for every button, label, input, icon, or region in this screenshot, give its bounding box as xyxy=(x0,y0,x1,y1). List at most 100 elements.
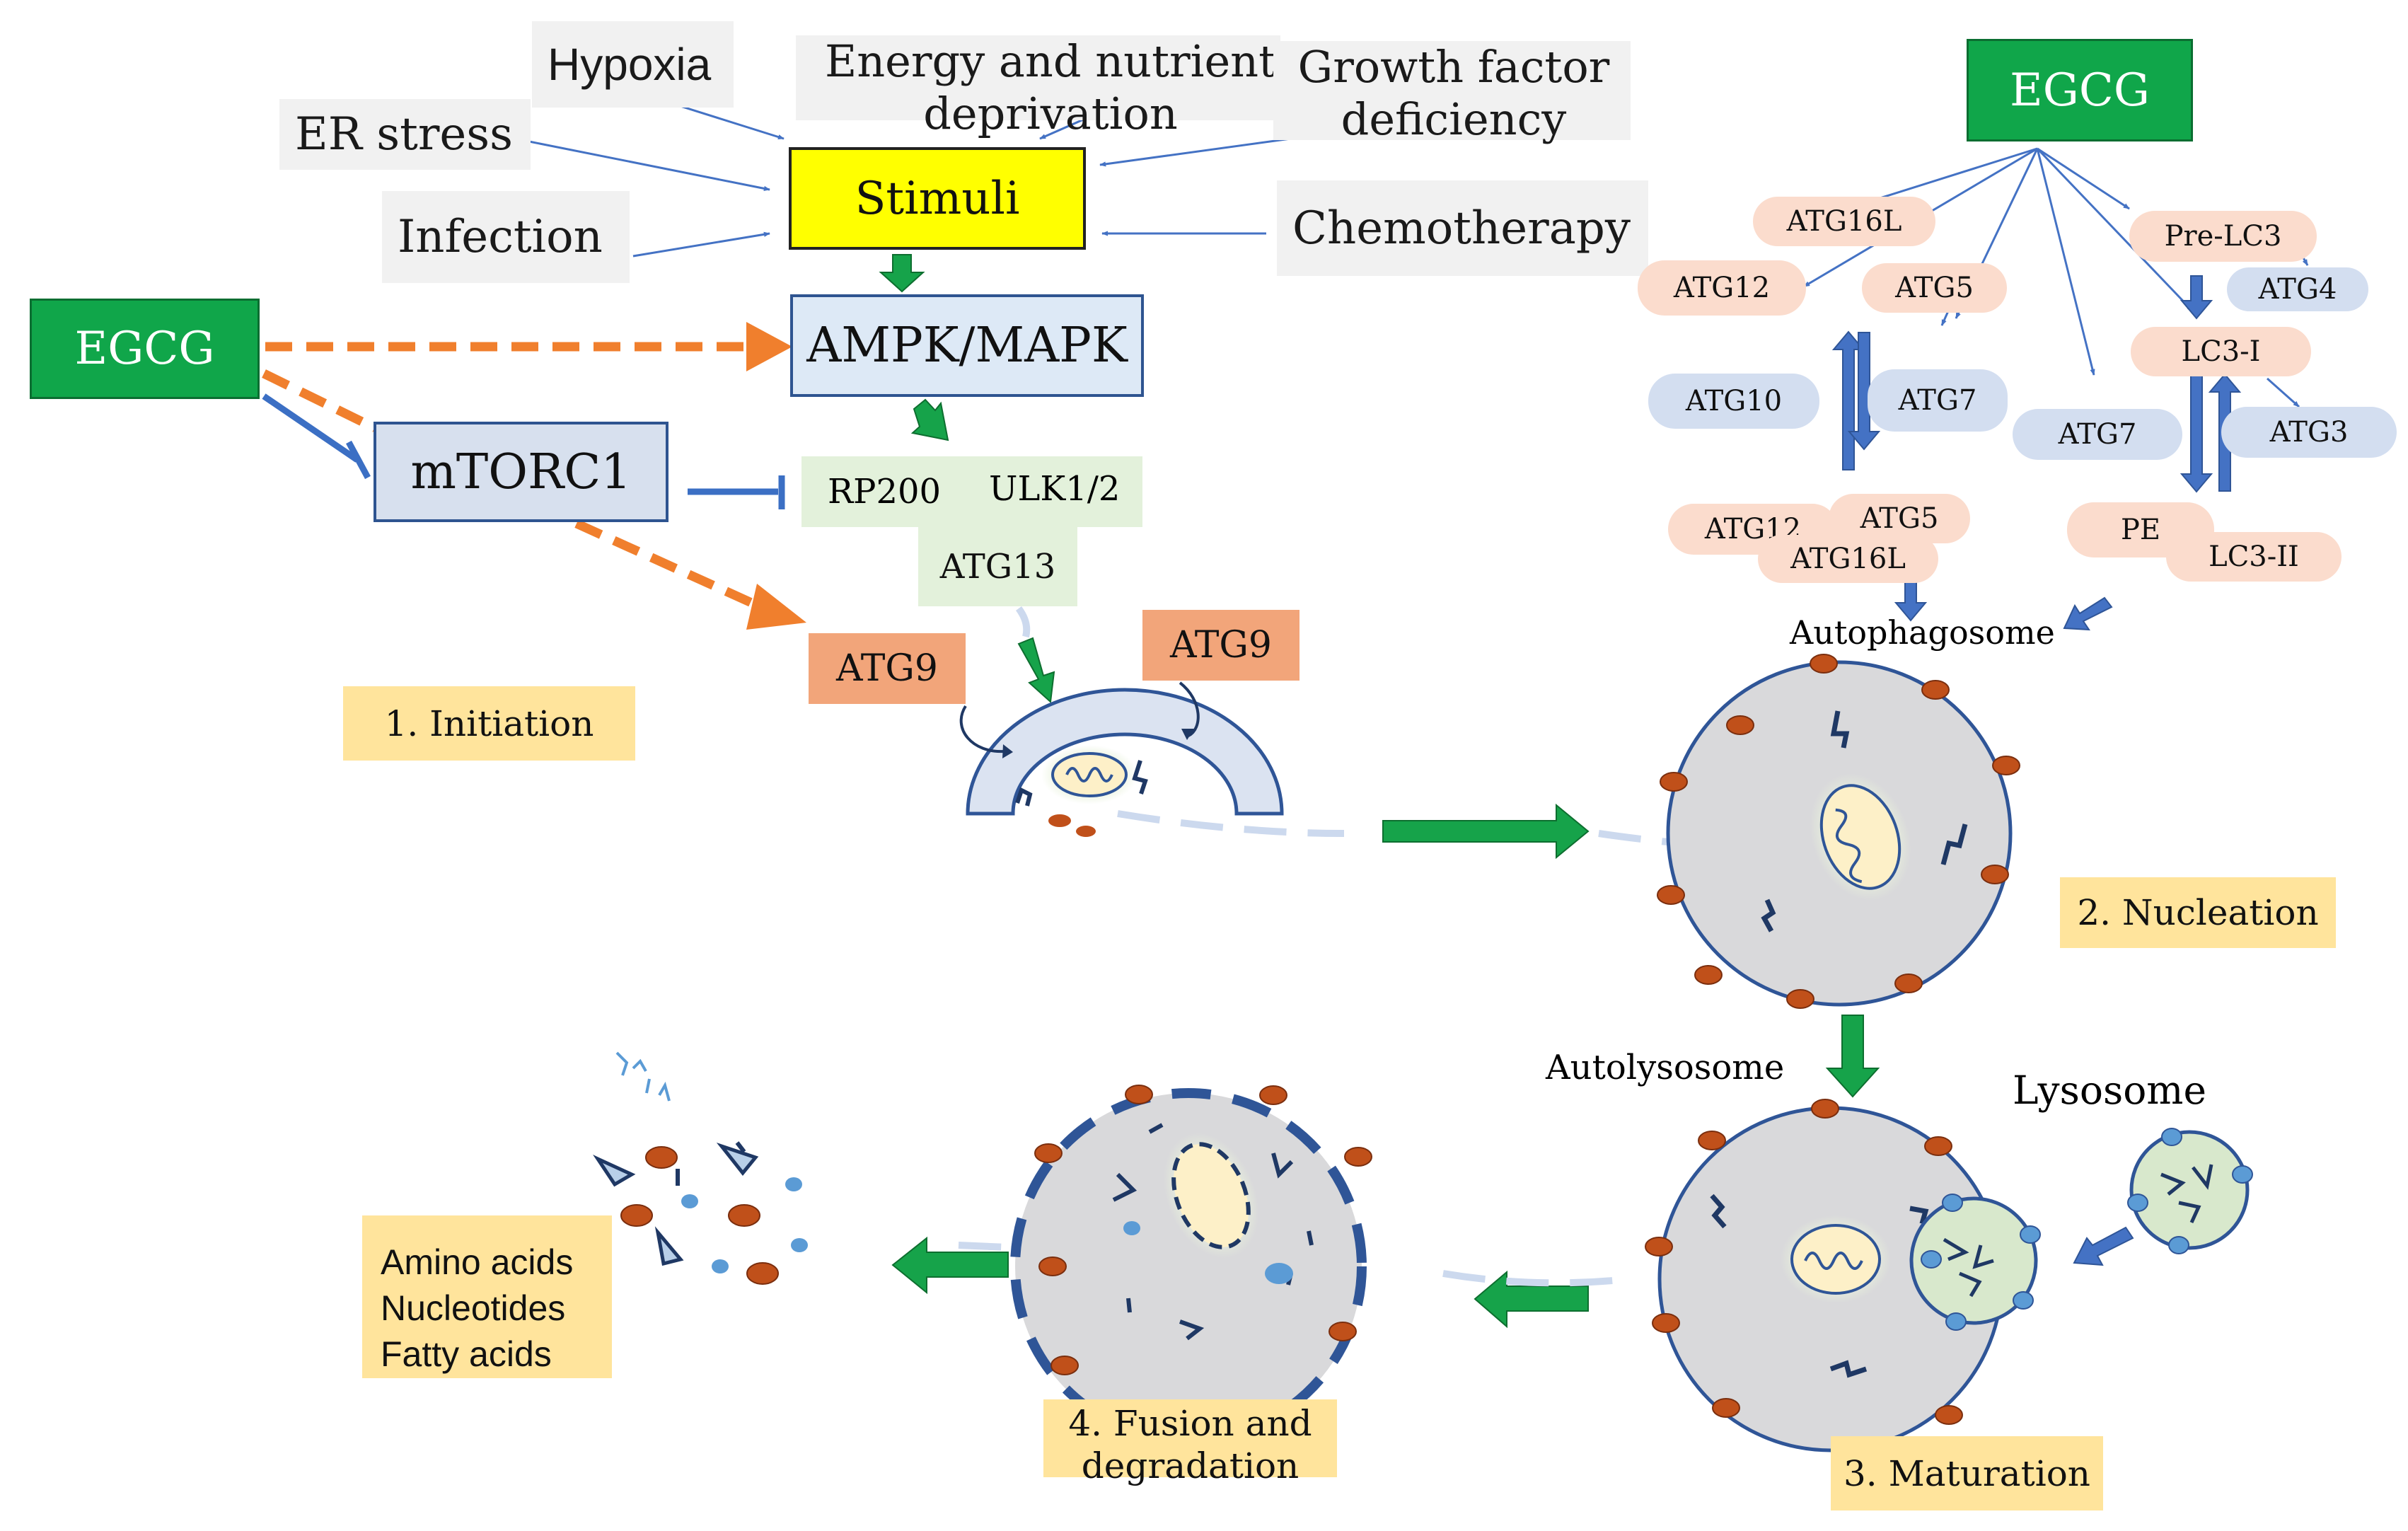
flow-atg13-phagophore xyxy=(1017,637,1055,704)
step-initiation: 1. Initiation xyxy=(343,686,635,761)
atg13-label: ATG13 xyxy=(939,547,1056,587)
lysosome-dot xyxy=(1945,1312,1967,1331)
lysosome-dot xyxy=(1921,1250,1942,1269)
membrane-dot xyxy=(1259,1085,1287,1105)
trail-phagophore xyxy=(1117,810,1345,837)
enzyme-glyph xyxy=(1943,1237,1969,1261)
step-initiation-label: 1. Initiation xyxy=(384,703,594,744)
step-nucleation-label: 2. Nucleation xyxy=(2077,892,2319,933)
autolysosome-cell xyxy=(1645,1099,2041,1457)
lysosome-dot xyxy=(2232,1165,2253,1184)
product-small-dots xyxy=(681,1177,808,1273)
atg5-pill: ATG5 xyxy=(1862,263,2007,313)
membrane-dot xyxy=(1811,1099,1839,1119)
atg9-vesicle-path-left xyxy=(959,705,1005,753)
infection-label: Infection xyxy=(398,211,603,263)
amino-glyphs xyxy=(593,1142,759,1266)
growth-factor-label: Growth factor deficiency xyxy=(1297,41,1610,146)
flow-to-autophagosome xyxy=(1382,803,1590,860)
product-fatty-acids: Fatty acids xyxy=(381,1334,552,1374)
complex-atg16l-label: ATG16L xyxy=(1790,543,1906,575)
step-fusion-label: 4. Fusion and degradation xyxy=(1068,1403,1312,1486)
product-amino-acids: Amino acids xyxy=(381,1242,574,1282)
lc3-ii-pill: LC3-II xyxy=(2166,532,2342,582)
free-fragments xyxy=(615,1051,671,1102)
enzyme-glyph xyxy=(2178,1201,2201,1224)
fragment-glyph xyxy=(1307,1230,1314,1246)
membrane-dot xyxy=(1125,1085,1153,1104)
chemotherapy-label: Chemotherapy xyxy=(1292,202,1631,255)
atg9-left-node: ATG9 xyxy=(809,633,966,704)
mitochondrion-cristae xyxy=(1804,1252,1863,1270)
atg5-label: ATG5 xyxy=(1895,272,1974,304)
arrow-infection xyxy=(632,231,770,258)
product-dot xyxy=(728,1204,760,1227)
enzyme-glyph xyxy=(1959,1271,1982,1298)
fragment-glyph xyxy=(1271,1152,1294,1179)
membrane-dots xyxy=(1657,654,2020,1009)
energy-source: Energy and nutrient deprivation xyxy=(796,35,1280,139)
chemotherapy-source: Chemotherapy xyxy=(1277,180,1648,276)
membrane-dot xyxy=(1726,715,1754,735)
phagophore-membrane xyxy=(966,688,1284,816)
product-dot xyxy=(620,1204,653,1227)
atg16l-pill: ATG16L xyxy=(1753,197,1935,246)
atg7b-label: ATG7 xyxy=(2058,418,2137,451)
released-products xyxy=(593,1051,808,1285)
promotion-lines xyxy=(262,342,766,613)
promote-mtorc1-atg9 xyxy=(574,519,766,613)
atg9-path-head xyxy=(1002,744,1013,758)
fragment-glyph xyxy=(1179,1319,1205,1341)
product-small-dot xyxy=(785,1177,802,1191)
amino-glyph xyxy=(654,1226,684,1266)
arrow-egcg-atg7b xyxy=(2036,148,2095,376)
atg7a-label: ATG7 xyxy=(1898,384,1977,417)
fragment-glyph xyxy=(1126,1298,1132,1313)
membrane-dot xyxy=(1329,1322,1357,1341)
cargo-dot xyxy=(1076,826,1096,837)
flow-to-maturation xyxy=(1825,1015,1880,1098)
promote-head-ampk xyxy=(746,322,792,371)
membrane-dot xyxy=(1810,654,1838,674)
lysosome-dots xyxy=(2127,1128,2253,1254)
membrane-dot xyxy=(1981,865,2009,884)
product-dash xyxy=(735,1141,746,1153)
arrow-up-atg12-atg5 xyxy=(1831,330,1865,470)
enzyme-glyph xyxy=(1972,1244,1994,1269)
fragment-glyph xyxy=(658,1081,671,1102)
degrading-mitochondrion xyxy=(1171,1142,1251,1249)
pre-lc3-pill: Pre-LC3 xyxy=(2129,211,2317,262)
flow-stimuli-ampk xyxy=(879,254,925,293)
complex-atg5-label: ATG5 xyxy=(1860,502,1939,535)
atg9-right-node: ATG9 xyxy=(1142,610,1299,681)
membrane-dot xyxy=(1712,1398,1740,1418)
complex-atg5-pill: ATG5 xyxy=(1829,494,1970,543)
lysosome-cell xyxy=(2127,1128,2253,1254)
membrane-dot xyxy=(1645,1237,1673,1256)
egcg-left-node: EGCG xyxy=(30,299,260,399)
arrow-lc3i-atg3 xyxy=(2267,377,2300,408)
phagophore xyxy=(959,681,1284,837)
autophagosome-label: Autophagosome xyxy=(1790,613,2055,652)
membrane-dot xyxy=(1698,1131,1726,1150)
step-maturation: 3. Maturation xyxy=(1831,1436,2103,1510)
arrow-lc3ii-autophagosome xyxy=(2063,596,2113,631)
product-small-dot xyxy=(791,1238,808,1252)
infection-source: Infection xyxy=(382,191,630,283)
lysosome-dot xyxy=(1942,1194,1963,1212)
atg7a-pill: ATG7 xyxy=(1868,369,2008,432)
free-dot xyxy=(1265,1263,1293,1284)
mtorc1-label: mTORC1 xyxy=(410,444,632,500)
protein-fragment xyxy=(1761,899,1776,932)
protein-fragment xyxy=(1710,1194,1727,1229)
enzymes xyxy=(1943,1237,1994,1298)
lysosome-dots xyxy=(1921,1194,2041,1331)
pe-label: PE xyxy=(2120,514,2161,546)
atg4-label: ATG4 xyxy=(2258,273,2337,306)
membrane-dot xyxy=(1660,772,1688,792)
protein-fragment xyxy=(1132,760,1148,795)
enzymes xyxy=(2160,1164,2213,1224)
promote-egcg-mtorc1 xyxy=(262,369,377,432)
pre-lc3-label: Pre-LC3 xyxy=(2164,220,2282,253)
